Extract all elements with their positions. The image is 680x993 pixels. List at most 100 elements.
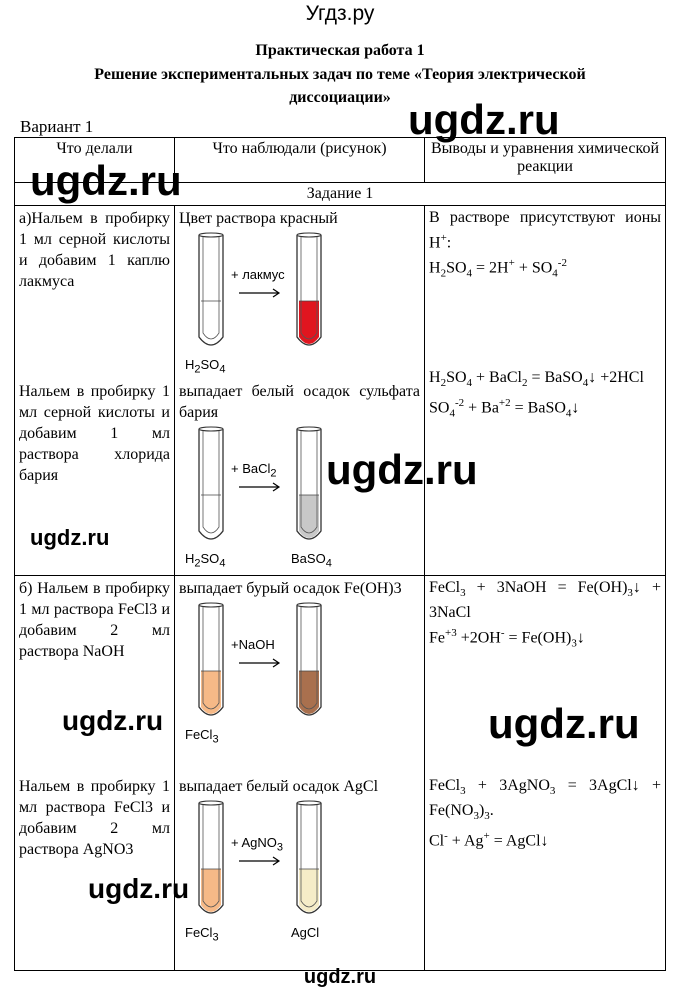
tube-inner bbox=[202, 605, 220, 710]
equation-line: H2SO4 = 2H+ + SO4-2 bbox=[429, 257, 567, 280]
results-table: Что делали Что наблюдали (рисунок) Вывод… bbox=[14, 137, 666, 971]
tube-outline bbox=[198, 429, 224, 540]
liquid bbox=[201, 495, 221, 538]
task-title: Задание 1 bbox=[14, 182, 666, 206]
reaction-arrow-icon bbox=[239, 482, 281, 492]
table-row: б) Нальем в пробирку 1 мл раствора FeCl3… bbox=[14, 575, 666, 971]
watermark: ugdz.ru bbox=[30, 525, 110, 550]
test-tube-before bbox=[198, 232, 224, 346]
test-tube-before bbox=[198, 800, 224, 914]
reaction-arrow-icon bbox=[239, 856, 281, 866]
tube-label-before: FeCl3 bbox=[185, 727, 219, 746]
tube-rim bbox=[198, 232, 224, 238]
procedure-text: б) Нальем в пробирку 1 мл раствора FeCl3… bbox=[19, 580, 170, 660]
tubes-drawing bbox=[198, 426, 322, 540]
tube-label-before: H2SO4 bbox=[185, 551, 226, 570]
variant-label: Вариант 1 bbox=[20, 117, 94, 136]
tube-rim bbox=[198, 426, 224, 432]
procedure-text: Нальем в пробирку 1 мл серной кислоты и … bbox=[19, 383, 170, 484]
test-tube-after bbox=[296, 426, 322, 540]
tube-label-after: BaSO4 bbox=[291, 551, 332, 570]
tube-inner bbox=[300, 803, 318, 908]
equation-line: FeCl3 + 3NaOH = Fe(OH)3↓ + 3NaCl bbox=[429, 579, 661, 622]
watermark: ugdz.ru bbox=[326, 446, 478, 493]
tubes-drawing bbox=[198, 602, 322, 716]
tube-inner bbox=[300, 235, 318, 340]
test-tube-before bbox=[198, 426, 224, 540]
task-row: Задание 1 bbox=[14, 182, 666, 206]
reagent-label: + лакмус bbox=[231, 267, 285, 282]
liquid bbox=[299, 301, 319, 344]
footer: ugdz.ru bbox=[303, 966, 377, 988]
tube-rim bbox=[198, 800, 224, 806]
header-cell: Что делали bbox=[14, 137, 175, 183]
observation-text: выпадает белый осадок AgCl bbox=[179, 778, 379, 795]
tube-rim bbox=[296, 800, 322, 806]
tube-outline bbox=[296, 803, 322, 914]
reagent-label: + AgNO3 bbox=[231, 835, 284, 854]
tube-outline bbox=[198, 235, 224, 346]
test-tube-after bbox=[296, 602, 322, 716]
tube-label-before: FeCl3 bbox=[185, 925, 219, 944]
tube-rim bbox=[296, 232, 322, 238]
tube-outline bbox=[198, 605, 224, 716]
doc-subtitle: Решение экспериментальных задач по теме … bbox=[94, 66, 586, 83]
site-header: Угдз.ру bbox=[305, 2, 375, 25]
liquid bbox=[299, 671, 319, 714]
tube-rim bbox=[198, 602, 224, 608]
tube-outline bbox=[296, 605, 322, 716]
tubes-drawing bbox=[198, 232, 322, 346]
tube-figure: +NaOH FeCl3 bbox=[179, 599, 420, 749]
equation-line: Fe+3 +2OH- = Fe(OH)3↓ bbox=[429, 627, 585, 650]
table-header-row: Что делали Что наблюдали (рисунок) Вывод… bbox=[14, 137, 666, 183]
liquid bbox=[299, 869, 319, 912]
tube-label-before: H2SO4 bbox=[185, 357, 226, 376]
procedure-text: а)Нальем в пробирку 1 мл серной кислоты … bbox=[19, 210, 170, 290]
observation-text: Цвет раствора красный bbox=[179, 210, 338, 227]
header-cell: Выводы и уравнения химической реакции bbox=[424, 137, 666, 183]
doc-title: Практическая работа 1 bbox=[255, 42, 425, 59]
tube-inner bbox=[202, 803, 220, 908]
liquid bbox=[201, 671, 221, 714]
reagent-label: +NaOH bbox=[231, 637, 275, 652]
tube-inner bbox=[202, 429, 220, 534]
liquid bbox=[299, 495, 319, 538]
liquid bbox=[201, 869, 221, 912]
equation-line: Cl- + Ag+ = AgCl↓ bbox=[429, 830, 549, 850]
liquid bbox=[201, 301, 221, 344]
tube-outline bbox=[296, 235, 322, 346]
watermark: ugdz.ru bbox=[408, 96, 560, 143]
reaction-arrow-icon bbox=[239, 658, 281, 668]
tube-label-after: AgCl bbox=[291, 925, 320, 940]
test-tube-before bbox=[198, 602, 224, 716]
conclusion: В растворе присутствуют ионы H+: H2SO4 = … bbox=[429, 208, 661, 368]
tube-outline bbox=[296, 429, 322, 540]
equation-line: H2SO4 + BaCl2 = BaSO4↓ +2HCl bbox=[429, 369, 644, 390]
tube-rim bbox=[296, 602, 322, 608]
test-tube-after bbox=[296, 232, 322, 346]
equation-line: SO4-2 + Ba+2 = BaSO4↓ bbox=[429, 397, 580, 420]
reaction-arrow-icon bbox=[239, 288, 281, 298]
header-cell: Что наблюдали (рисунок) bbox=[174, 137, 425, 183]
procedure-text: Нальем в пробирку 1 мл раствора FeCl3 и … bbox=[19, 778, 170, 858]
tube-inner bbox=[202, 235, 220, 340]
tube-outline bbox=[198, 803, 224, 914]
test-tube-after bbox=[296, 800, 322, 914]
watermark: ugdz.ru bbox=[488, 700, 640, 747]
watermark: ugdz.ru bbox=[30, 157, 182, 204]
tube-inner bbox=[300, 605, 318, 710]
observation-text: выпадает белый осадок сульфата бария bbox=[179, 383, 420, 421]
watermark: ugdz.ru bbox=[62, 705, 164, 736]
reagent-label: + BaCl2 bbox=[231, 461, 277, 480]
equation-line: В растворе присутствуют ионы H+: bbox=[429, 209, 661, 252]
equation-line: FeCl3 + 3AgNO3 = 3AgCl↓ + Fe(NO3)3. bbox=[429, 777, 662, 823]
conclusion: FeCl3 + 3AgNO3 = 3AgCl↓ + Fe(NO3)3. Cl- +… bbox=[429, 776, 661, 852]
watermark: ugdz.ru bbox=[88, 873, 190, 904]
tube-inner bbox=[300, 429, 318, 534]
observation-text: выпадает бурый осадок Fe(OH)3 bbox=[179, 580, 402, 597]
